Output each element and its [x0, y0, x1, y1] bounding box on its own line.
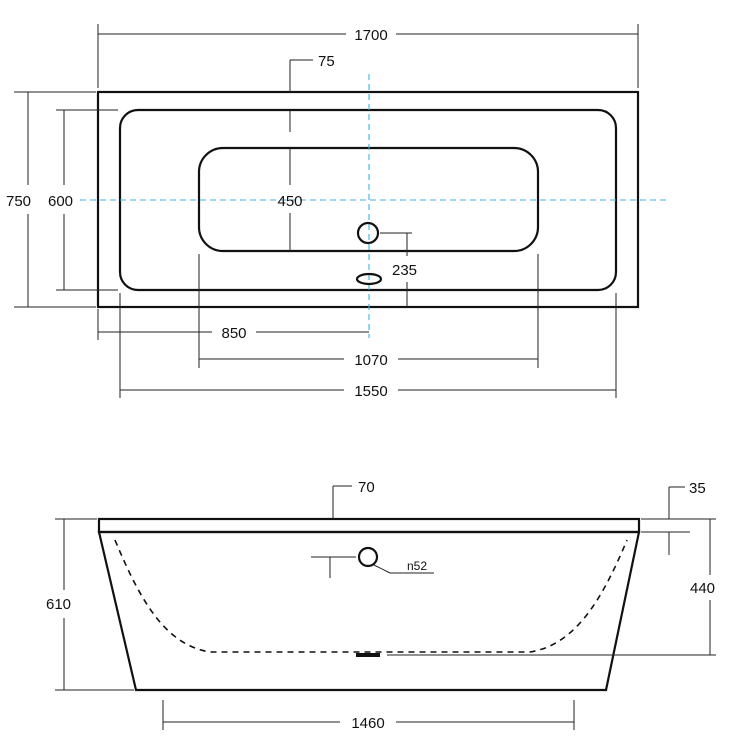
dim-overall-length-label: 1700 — [354, 27, 387, 44]
dim-overflow-height-label: 440 — [690, 580, 715, 597]
overflow-centre-marker — [311, 556, 356, 578]
dim-rim-height-label: 70 — [358, 479, 375, 496]
dim-lip: 35 — [641, 480, 716, 555]
drain-top — [355, 272, 383, 286]
overflow-hole-top — [356, 221, 380, 245]
dim-inner-width: 600 — [48, 109, 118, 291]
dim-inner-length-label: 1550 — [354, 383, 387, 400]
dim-basin-length-label: 1070 — [354, 352, 387, 369]
dim-overall-height: 610 — [46, 518, 134, 691]
dim-overall-width-label: 750 — [6, 193, 31, 210]
dim-inner-width-label: 600 — [48, 193, 73, 210]
dim-basin-width: 450 — [277, 148, 303, 251]
dim-rim-width-label: 75 — [318, 53, 335, 70]
dim-basin-width-label: 450 — [277, 193, 302, 210]
top-view: 1700 75 750 600 450 — [6, 24, 668, 400]
dim-overall-width: 750 — [6, 91, 96, 308]
side-rim — [97, 517, 641, 534]
dim-drain-from-left-label: 850 — [221, 325, 246, 342]
dim-overflow-height: 440 — [387, 519, 716, 656]
dim-overall-height-label: 610 — [46, 596, 71, 613]
dim-overflow-diameter: n52 — [373, 559, 434, 574]
dim-inner-length: 1550 — [119, 293, 617, 400]
side-body — [97, 530, 641, 692]
overflow-hole-side — [357, 546, 379, 568]
dim-base-length: 1460 — [162, 700, 575, 732]
dim-drain-from-left: 850 — [97, 309, 369, 342]
dim-overall-length: 1700 — [97, 24, 639, 88]
dim-rim-height: 70 — [332, 479, 375, 519]
dim-basin-length: 1070 — [198, 254, 539, 369]
dim-overflow-diameter-label: n52 — [407, 559, 427, 573]
side-view: 70 35 610 440 — [46, 479, 716, 732]
side-hidden-basin — [114, 539, 628, 653]
top-outer-rim — [96, 90, 640, 309]
dim-base-length-label: 1460 — [351, 715, 384, 732]
dim-drain-offset: 235 — [380, 232, 417, 307]
dim-drain-offset-label: 235 — [392, 262, 417, 279]
dim-rim-width: 75 — [289, 53, 335, 132]
dim-lip-label: 35 — [689, 480, 706, 497]
